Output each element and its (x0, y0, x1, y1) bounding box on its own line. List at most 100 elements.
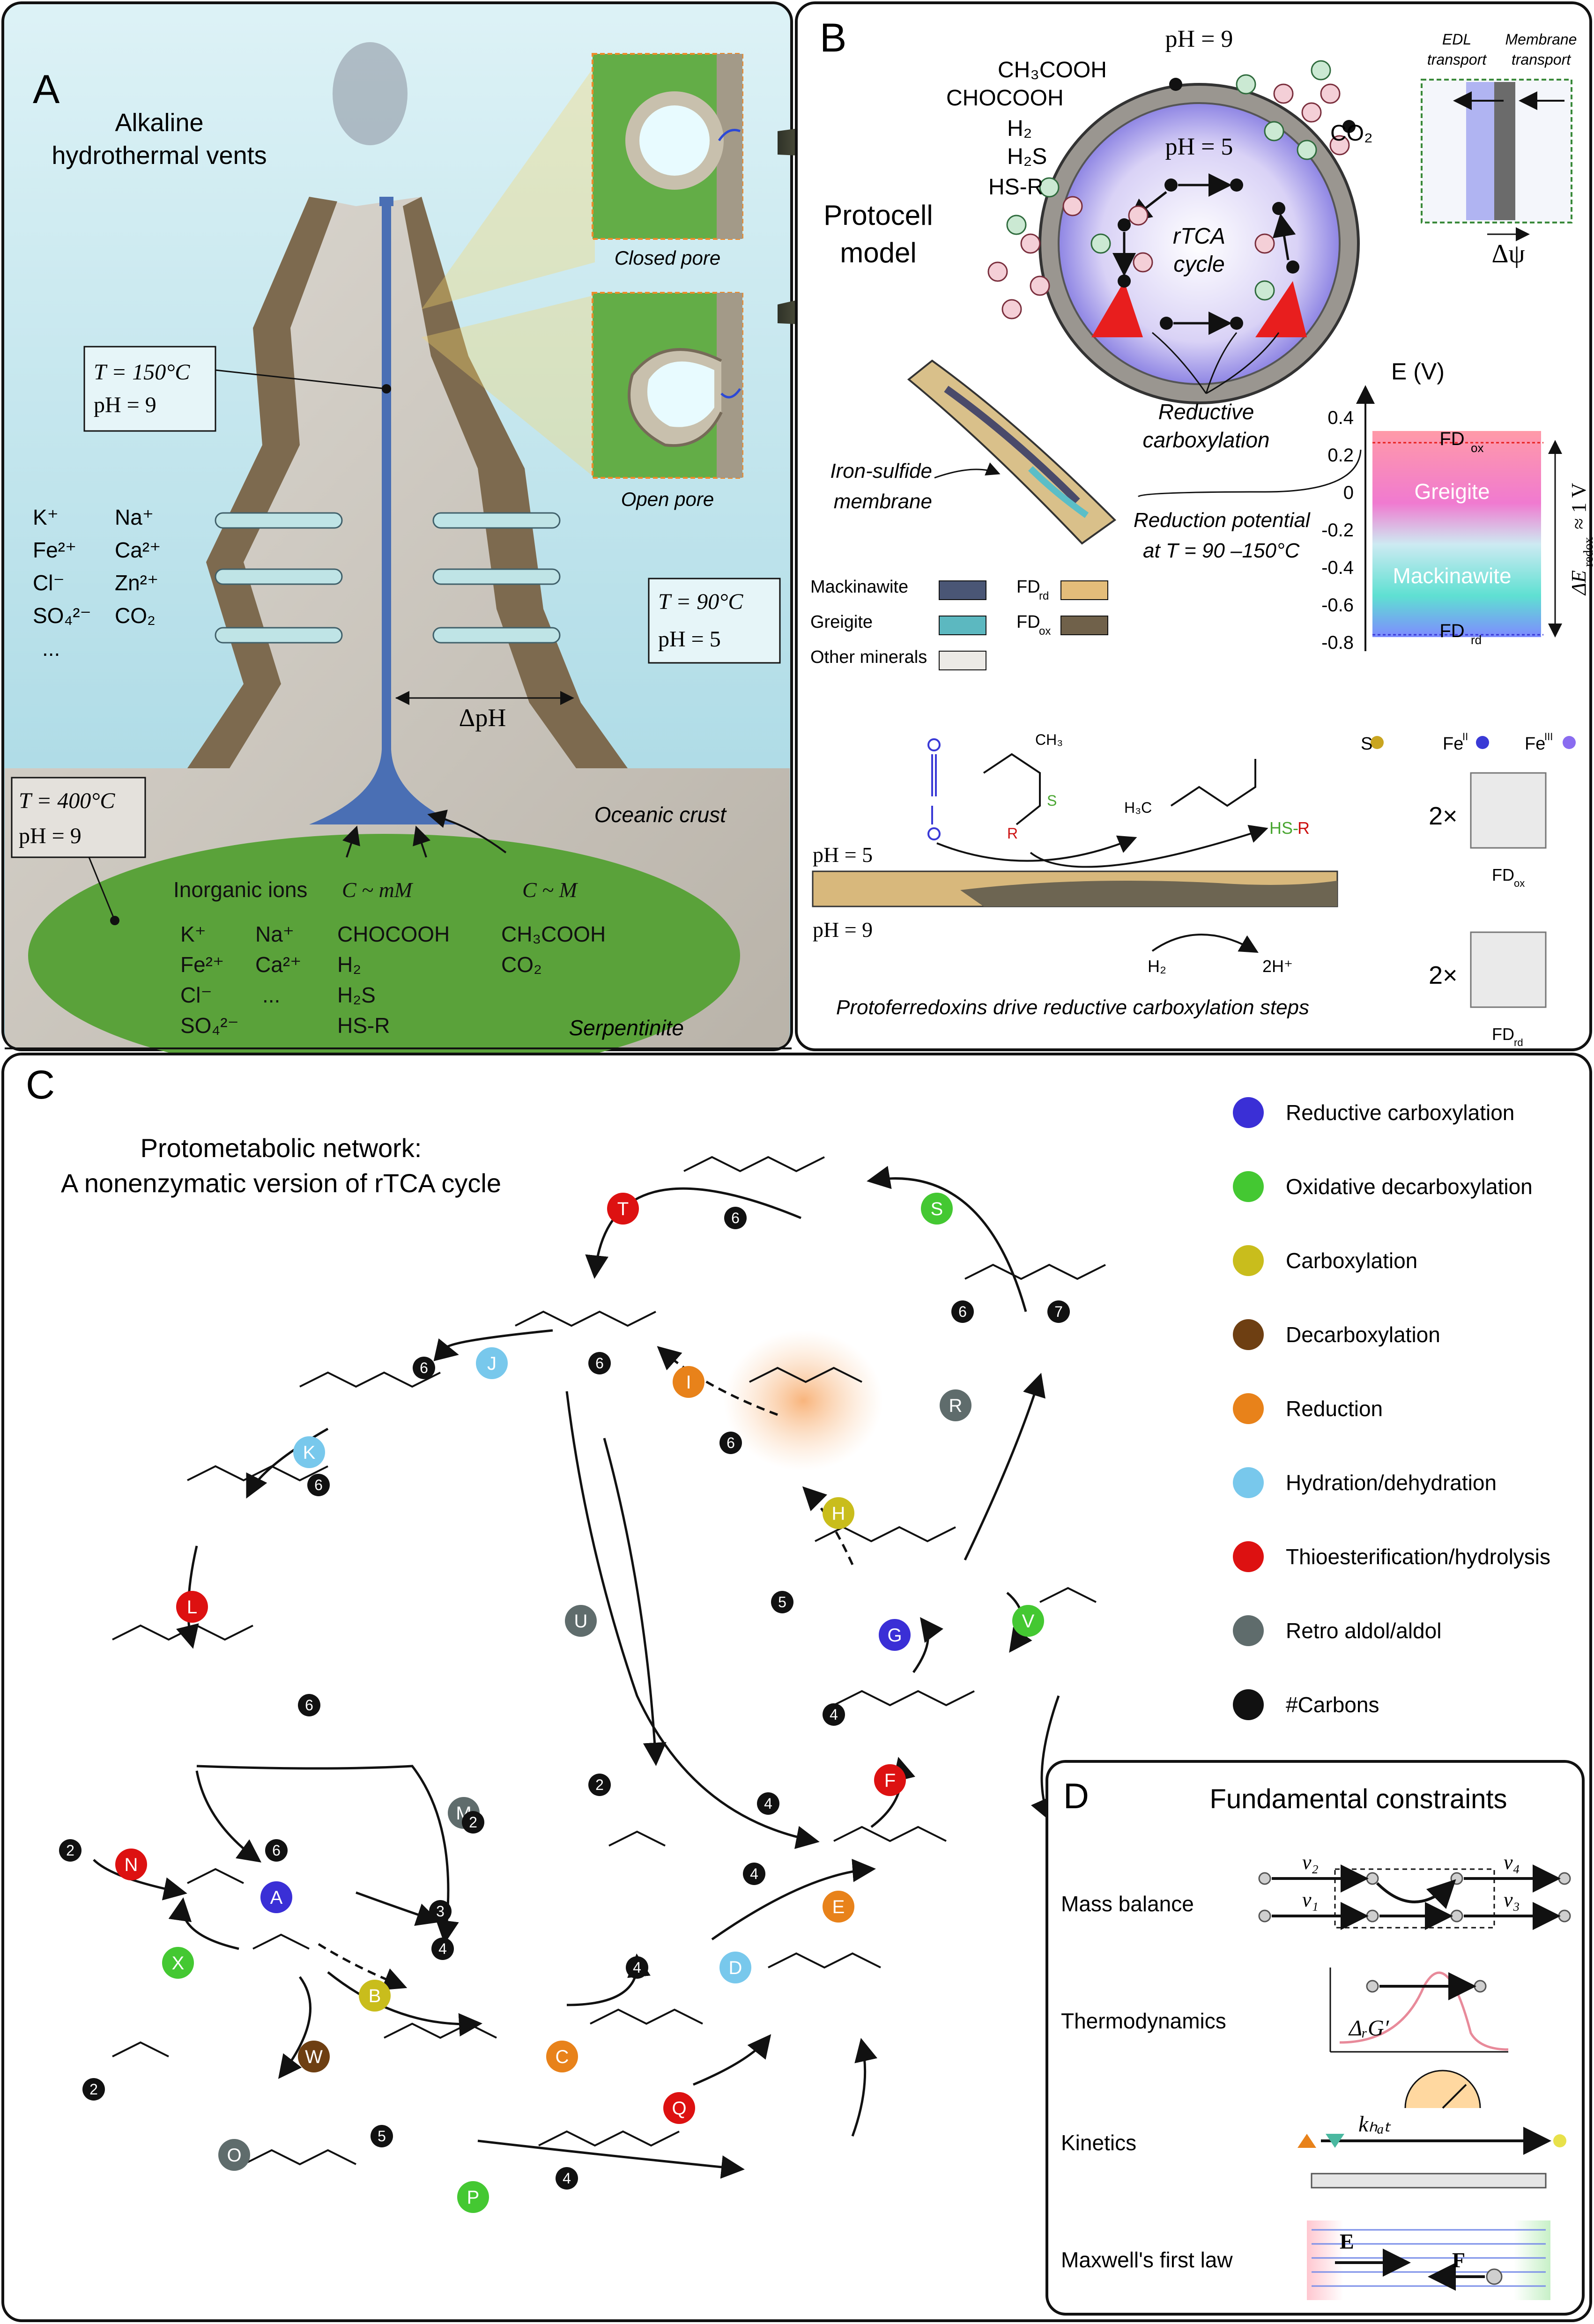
oceanic-crust-label: Oceanic crust (594, 802, 727, 827)
carbon-count: 6 (727, 1434, 735, 1451)
carbon-count: 4 (563, 2170, 571, 2187)
ion-more: ... (42, 636, 60, 661)
panel-letter-b: B (820, 15, 846, 60)
svg-text:H₂: H₂ (1148, 957, 1166, 976)
svg-text:v₁: v₁ (1302, 1888, 1319, 1911)
carbon-count: 4 (764, 1795, 772, 1812)
carbon-badge (626, 1956, 648, 1979)
panel-letter-d: D (1063, 1776, 1089, 1816)
carbon-count: 5 (778, 1594, 786, 1611)
step-badge-i (673, 1366, 704, 1398)
step-badge-b (359, 1980, 391, 2012)
svg-text:H₃C: H₃C (1124, 799, 1152, 816)
carbon-badge (719, 1432, 742, 1454)
svg-text:E: E (1340, 2229, 1354, 2253)
carbon-count: 4 (750, 1865, 758, 1882)
ph-out-label: pH = 9 (1165, 26, 1233, 52)
panel-letter-a: A (33, 67, 60, 112)
svg-text:CO₂: CO₂ (501, 952, 542, 977)
svg-text:-0.4: -0.4 (1321, 557, 1354, 578)
step-letter: X (172, 1953, 185, 1974)
svg-text:H₂S: H₂S (1007, 144, 1047, 169)
svg-text:Iron-sulfide: Iron-sulfide (830, 460, 932, 483)
svg-text:ox: ox (1039, 625, 1051, 638)
carbon-badge (951, 1300, 974, 1323)
legend-label: Hydration/dehydration (1286, 1470, 1497, 1495)
svg-text:pH = 9: pH = 9 (19, 824, 82, 848)
carbon-count: 6 (420, 1359, 428, 1376)
carbon-badge (59, 1839, 82, 1862)
step-letter: R (949, 1396, 963, 1416)
legend-label: Decarboxylation (1286, 1322, 1440, 1347)
svg-text:ox: ox (1514, 877, 1525, 889)
panel-letter-c: C (26, 1062, 55, 1107)
step-badge-n (115, 1849, 147, 1880)
ion-fe: Fe²⁺ (33, 538, 76, 562)
ion-zn: Zn²⁺ (115, 571, 158, 595)
carbon-count: 3 (436, 1903, 445, 1920)
step-badge-p (457, 2181, 489, 2213)
step-letter: W (305, 2047, 323, 2067)
step-letter: H (832, 1503, 845, 1524)
protocell-title-2: model (840, 237, 916, 268)
legend-dot (1233, 1467, 1264, 1498)
constraints-title: Fundamental constraints (1209, 1784, 1507, 1814)
carbon-count: 4 (633, 1959, 641, 1976)
svg-text:T = 150°C: T = 150°C (94, 360, 190, 385)
potential-scale: E (V) 0.4 0.2 0 -0.2 -0.4 -0.6 -0.8 Grei… (1321, 358, 1594, 653)
svg-text:R: R (1297, 818, 1310, 838)
svg-text:redox: redox (1581, 537, 1594, 567)
svg-text:FD: FD (1439, 621, 1464, 641)
step-badge-w (298, 2041, 330, 2072)
svg-text:Cl⁻: Cl⁻ (180, 983, 212, 1007)
ion-co2: CO₂ (115, 603, 156, 628)
ion-cl: Cl⁻ (33, 571, 65, 595)
legend-dot (1233, 1097, 1264, 1128)
svg-text:FD: FD (1016, 612, 1040, 632)
svg-text:III: III (1544, 731, 1553, 742)
vent-channel (309, 206, 459, 824)
step-letter: K (303, 1442, 316, 1463)
svg-text:-0.6: -0.6 (1321, 595, 1354, 616)
svg-text:v₄: v₄ (1504, 1851, 1520, 1874)
iron-sulfide-membrane: Iron-sulfide membrane (830, 359, 1117, 545)
step-letter: F (884, 1770, 896, 1791)
svg-text:rd: rd (1039, 590, 1049, 602)
step-letter: P (467, 2187, 480, 2208)
svg-text:FD: FD (1016, 577, 1040, 597)
step-letter: E (832, 1897, 845, 1917)
step-badge-a (260, 1881, 292, 1913)
row-mass-balance: Mass balance (1061, 1892, 1194, 1916)
legend-dot (1233, 1393, 1264, 1424)
network-title-1: Protometabolic network: (141, 1133, 422, 1163)
closed-pore-inset: Closed pore (422, 53, 743, 309)
co2-label: CO₂ (1330, 121, 1373, 146)
svg-text:ox: ox (1471, 441, 1483, 455)
svg-text:H₂: H₂ (337, 952, 361, 977)
step-badge-f (874, 1764, 906, 1796)
svg-text:S: S (1361, 734, 1372, 754)
fd-cubes: S Fe II Fe III 2× 2× FD ox FD rd (1361, 731, 1576, 1048)
carbon-badges: 66666666725444424322542 (59, 1207, 1121, 2190)
network-title-2: A nonenzymatic version of rTCA cycle (61, 1168, 501, 1198)
ion-ca: Ca²⁺ (115, 538, 161, 562)
carbon-count: 2 (469, 1814, 477, 1831)
svg-text:rd: rd (1471, 633, 1482, 647)
carbon-count: 2 (66, 1842, 74, 1859)
svg-text:Fe²⁺: Fe²⁺ (180, 952, 224, 977)
step-badge-j (476, 1347, 508, 1379)
legend-dot (1233, 1615, 1264, 1646)
carbon-count: 6 (958, 1303, 967, 1320)
svg-text:2×: 2× (1429, 802, 1458, 830)
rtca-label-1: rTCA (1173, 224, 1225, 249)
svg-text:SO₄²⁻: SO₄²⁻ (180, 1013, 239, 1038)
step-badge-g (879, 1619, 911, 1651)
svg-text:CH₃COOH: CH₃COOH (998, 58, 1107, 82)
svg-text:0.2: 0.2 (1327, 445, 1354, 466)
step-badge-u (565, 1605, 597, 1637)
svg-text:T = 90°C: T = 90°C (658, 589, 743, 614)
edl-inset: EDL transport Membrane transport Δψ (1421, 31, 1577, 268)
